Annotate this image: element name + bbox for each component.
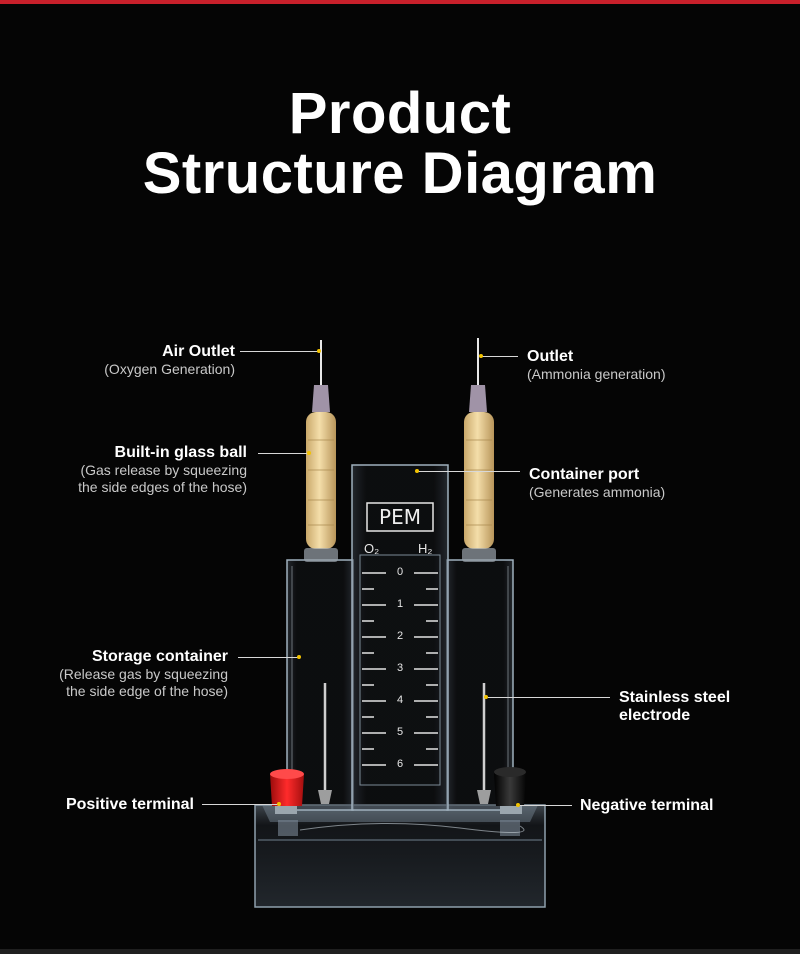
glass-ball-title: Built-in glass ball — [114, 444, 247, 461]
negative-title: Negative terminal — [580, 797, 714, 814]
page-title: Product Structure Diagram — [0, 84, 800, 204]
electrode-marker — [484, 695, 488, 699]
pem-label: PEM — [379, 505, 421, 529]
negative-leader — [520, 805, 572, 806]
electrode-title-2: electrode — [619, 707, 691, 724]
air-outlet-title: Air Outlet — [162, 343, 235, 360]
negative-callout: Negative terminal — [580, 797, 713, 815]
top-accent-bar — [0, 0, 800, 4]
container-port-callout: Container port (Generates ammonia) — [529, 466, 665, 501]
negative-marker — [516, 803, 520, 807]
container-port-desc: (Generates ammonia) — [529, 484, 666, 500]
scale-mark: 3 — [396, 662, 404, 674]
right-hose-assembly — [462, 338, 496, 562]
outlet-desc: (Ammonia generation) — [527, 366, 666, 382]
scale-mark: 0 — [396, 566, 404, 578]
electrode-callout: Stainless steel electrode — [619, 689, 730, 725]
container-port-title: Container port — [529, 466, 640, 483]
container-port-marker — [415, 469, 419, 473]
title-line-2: Structure Diagram — [142, 141, 658, 206]
positive-title: Positive terminal — [65, 796, 194, 813]
outlet-callout: Outlet (Ammonia generation) — [527, 348, 666, 383]
glass-ball-leader — [258, 453, 308, 454]
air-outlet-leader — [240, 351, 318, 352]
scale-mark: 5 — [396, 726, 404, 738]
left-storage-chamber — [286, 559, 354, 811]
left-hose-assembly — [304, 340, 338, 562]
oxygen-symbol: O₂ — [364, 541, 380, 556]
storage-callout: Storage container (Release gas by squeez… — [59, 648, 228, 700]
storage-desc-1: (Release gas by squeezing — [59, 666, 228, 682]
glass-ball-desc-2: the side edges of the hose) — [78, 479, 247, 495]
storage-marker — [297, 655, 301, 659]
positive-marker — [277, 802, 281, 806]
center-measuring-column — [351, 464, 449, 811]
storage-leader — [238, 657, 298, 658]
outlet-leader — [482, 356, 518, 357]
hydrogen-symbol: H₂ — [418, 541, 433, 556]
air-outlet-callout: Air Outlet (Oxygen Generation) — [104, 343, 235, 378]
electrode-title-1: Stainless steel — [619, 689, 731, 706]
air-outlet-marker — [317, 349, 321, 353]
positive-leader — [202, 804, 278, 805]
air-outlet-desc: (Oxygen Generation) — [104, 361, 235, 377]
glass-ball-desc-1: (Gas release by squeezing — [80, 462, 247, 478]
scale-mark: 6 — [396, 758, 404, 770]
scale-mark: 4 — [396, 694, 404, 706]
storage-desc-2: the side edge of the hose) — [66, 683, 228, 699]
outlet-title: Outlet — [527, 348, 574, 365]
title-line-1: Product — [288, 81, 512, 146]
electrode-leader — [488, 697, 610, 698]
container-port-leader — [418, 471, 520, 472]
bottom-strip — [0, 949, 800, 954]
device-base — [254, 804, 546, 908]
scale-mark: 2 — [396, 630, 404, 642]
glass-ball-marker — [307, 451, 311, 455]
positive-terminal-cap — [270, 769, 304, 814]
glass-ball-callout: Built-in glass ball (Gas release by sque… — [78, 444, 247, 496]
storage-title: Storage container — [91, 648, 228, 665]
outlet-marker — [479, 354, 483, 358]
positive-callout: Positive terminal — [66, 796, 194, 814]
stainless-electrodes — [318, 683, 491, 804]
scale-mark: 1 — [396, 598, 404, 610]
